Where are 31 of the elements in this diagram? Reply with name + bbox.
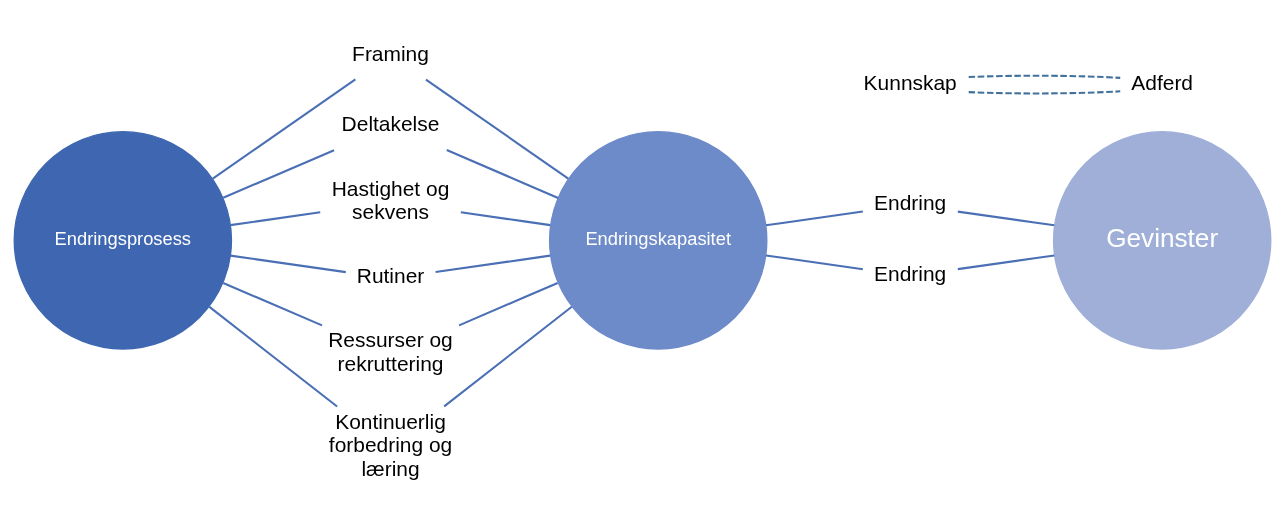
- connector: [443, 305, 573, 408]
- connector: [425, 78, 569, 180]
- connector: [458, 282, 559, 327]
- node-text: Deltakelse: [341, 112, 440, 136]
- node-text: Endring: [874, 261, 947, 285]
- node-text: Hastighet og sekvens: [331, 176, 450, 224]
- connector: [222, 149, 335, 199]
- connector: [230, 254, 346, 274]
- connector: [765, 254, 863, 271]
- node-text: Endring: [874, 191, 947, 214]
- node-text: Rutiner: [356, 264, 425, 288]
- connector: [968, 74, 1121, 79]
- connector: [765, 210, 863, 227]
- connector: [957, 210, 1055, 227]
- node-text: Ressurser og rekruttering: [328, 328, 453, 375]
- connector: [446, 149, 559, 199]
- connector: [212, 78, 356, 180]
- connector: [208, 305, 338, 408]
- node-circle: Endringsprosess: [13, 131, 233, 350]
- connector: [230, 211, 321, 227]
- node-text: Framing: [352, 41, 429, 65]
- connector: [968, 90, 1121, 95]
- connector: [460, 211, 551, 227]
- connector: [957, 254, 1055, 271]
- connector: [435, 254, 551, 274]
- node-circle: Gevinster: [1052, 131, 1272, 350]
- node-text: Kunnskap: [863, 70, 957, 94]
- node-circle: Endringskapasitet: [548, 131, 768, 350]
- node-text: Kontinuerlig forbedring og læring: [328, 409, 453, 480]
- node-text: Adferd: [1131, 70, 1194, 94]
- connector: [222, 281, 323, 327]
